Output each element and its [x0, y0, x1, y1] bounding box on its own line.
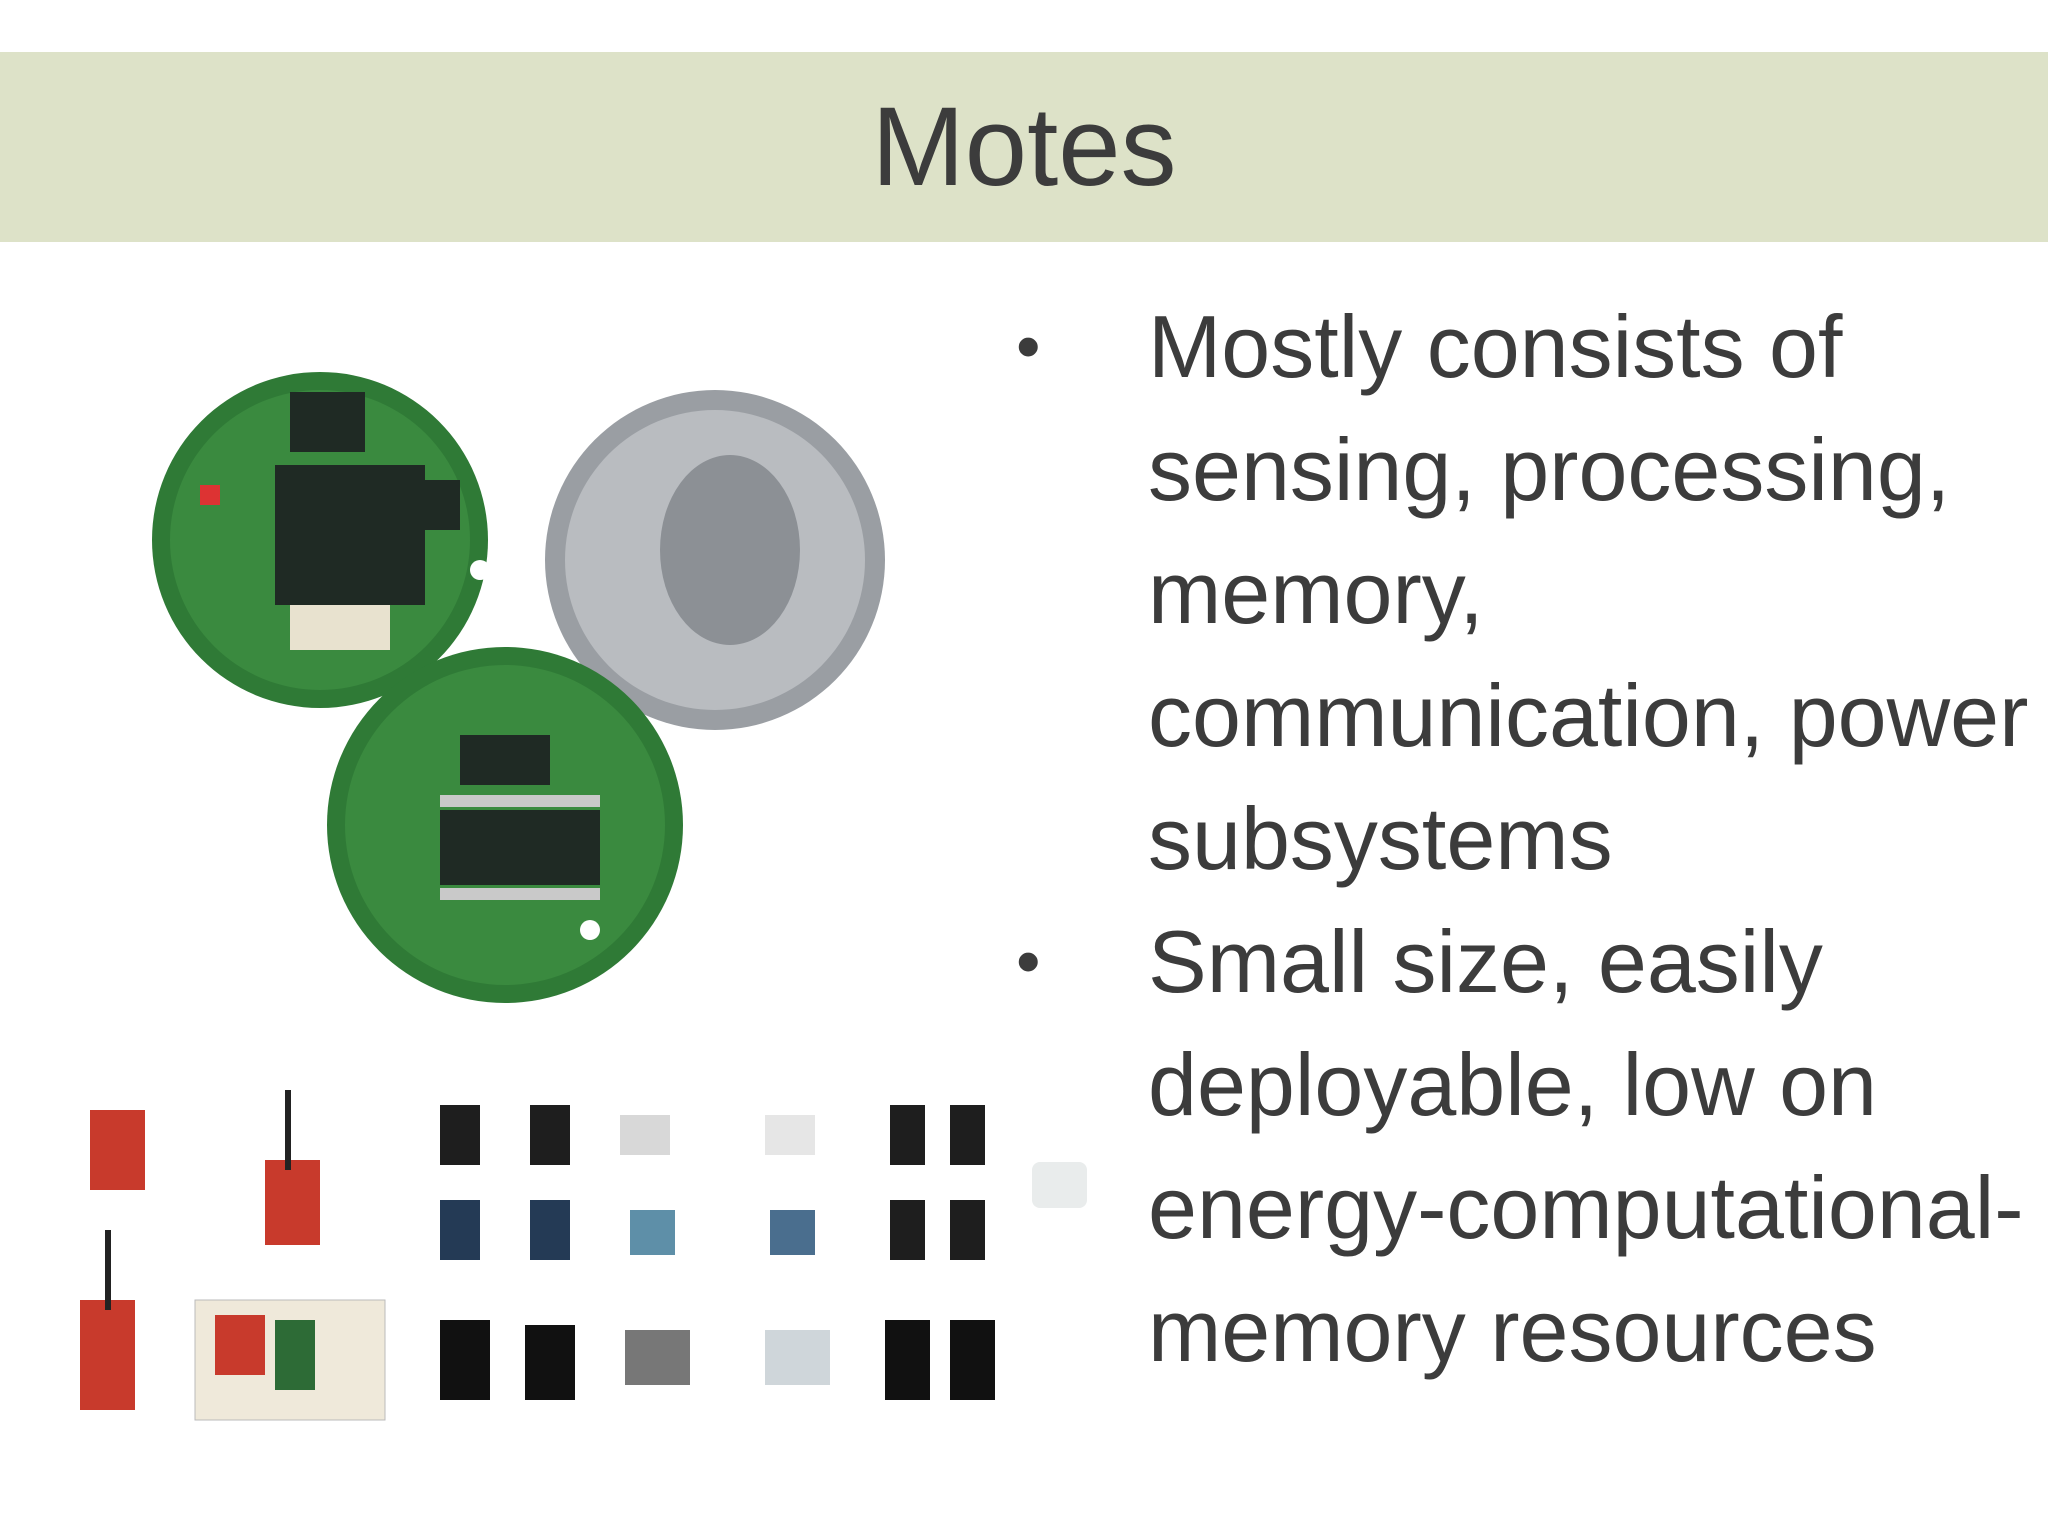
bullet-text: Mostly consists of sensing, processing, … — [1148, 297, 2029, 888]
circular-mote-board — [152, 372, 490, 708]
mote-boards-photo — [152, 372, 885, 1003]
bullet-dot-icon: • — [1016, 922, 1041, 1000]
bullet-item: • Mostly consists of sensing, processing,… — [1010, 285, 2030, 900]
title-band — [0, 52, 2048, 242]
bullet-text: Small size, easily deployable, low on en… — [1148, 912, 2024, 1380]
bullet-dot-icon: • — [1016, 307, 1041, 385]
circular-mote-board — [327, 647, 683, 1003]
mote-devices-photo — [80, 1090, 995, 1421]
slide-title: Motes — [871, 84, 1177, 209]
quarter-coin — [545, 390, 885, 730]
faded-device-icon — [1032, 1162, 1087, 1208]
bullet-list: • Mostly consists of sensing, processing,… — [1010, 285, 2030, 1392]
sensor-module-grid — [440, 1105, 995, 1400]
bullet-item: • Small size, easily deployable, low on e… — [1010, 900, 2030, 1392]
